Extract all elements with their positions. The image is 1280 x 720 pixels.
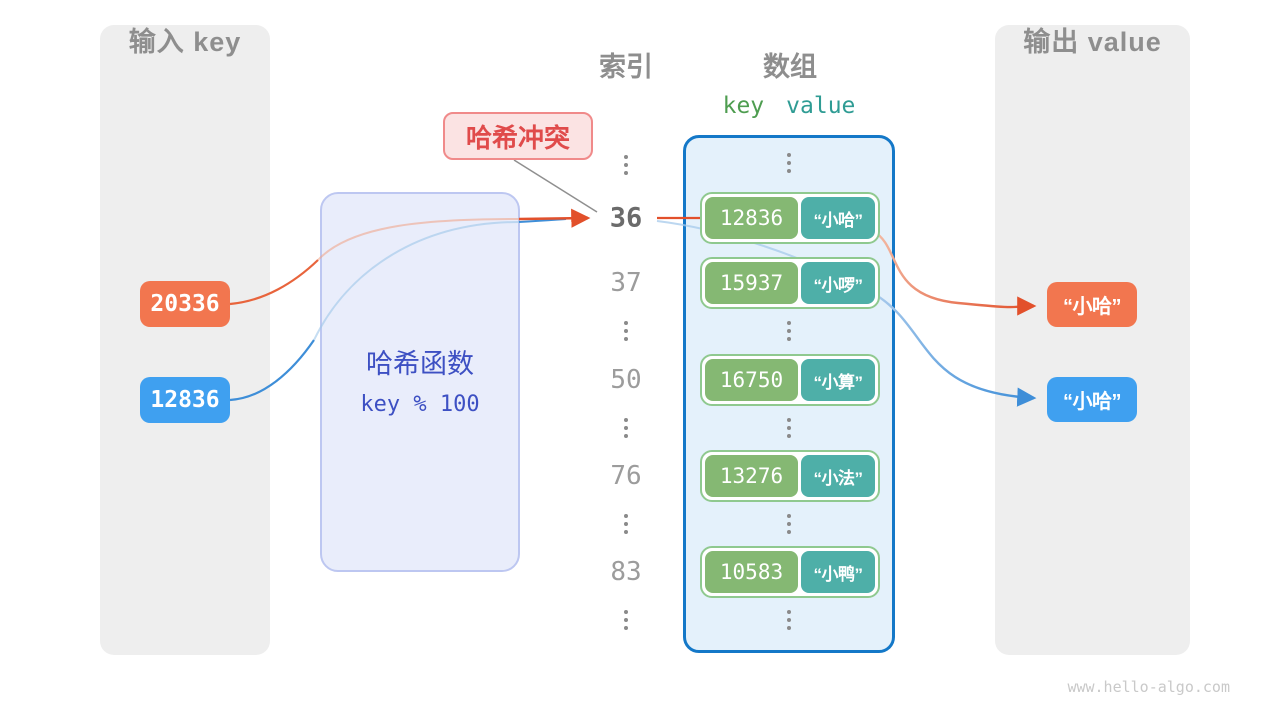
row-value: “小鸭”: [801, 551, 875, 593]
table-row: 16750 “小算”: [700, 354, 880, 406]
row-key: 12836: [705, 197, 798, 239]
table-row: 12836 “小哈”: [700, 192, 880, 244]
row-key: 15937: [705, 262, 798, 304]
site-watermark: www.hello-algo.com: [1067, 678, 1230, 696]
vertical-ellipsis-icon: [787, 514, 791, 534]
hash-collision-label: 哈希冲突: [443, 112, 593, 160]
table-row: 15937 “小啰”: [700, 257, 880, 309]
index-value-83: 83: [610, 557, 642, 587]
row-value: “小哈”: [801, 197, 875, 239]
hash-function-box: 哈希函数 key % 100: [320, 192, 520, 572]
vertical-ellipsis-icon: [624, 514, 628, 534]
array-column-title: 数组: [763, 52, 817, 82]
input-panel: [100, 25, 270, 655]
output-panel-title: 输出 value: [1023, 27, 1162, 57]
index-value-36: 36: [609, 202, 643, 234]
input-key-12836: 12836: [140, 377, 230, 423]
table-row: 13276 “小法”: [700, 450, 880, 502]
table-row: 10583 “小鸭”: [700, 546, 880, 598]
curve-blue-merge: [518, 218, 567, 223]
row-key: 13276: [705, 455, 798, 497]
vertical-ellipsis-icon: [787, 418, 791, 438]
key-header-label: key: [722, 93, 765, 119]
output-value-orange: “小哈”: [1047, 282, 1137, 327]
row-value: “小啰”: [801, 262, 875, 304]
output-value-blue: “小哈”: [1047, 377, 1137, 422]
row-key: 16750: [705, 359, 798, 401]
vertical-ellipsis-icon: [624, 321, 628, 341]
value-header-label: value: [786, 93, 856, 119]
hash-function-title: 哈希函数: [366, 349, 474, 379]
arrow-hash-to-index36: [518, 208, 591, 228]
index-value-76: 76: [610, 461, 642, 491]
key-value-header: key value: [723, 93, 856, 119]
index-value-37: 37: [610, 268, 642, 298]
index-value-50: 50: [610, 365, 642, 395]
input-key-20336: 20336: [140, 281, 230, 327]
hash-function-formula: key % 100: [360, 392, 480, 417]
row-key: 10583: [705, 551, 798, 593]
vertical-ellipsis-icon: [787, 321, 791, 341]
vertical-ellipsis-icon: [624, 155, 628, 175]
row-value: “小算”: [801, 359, 875, 401]
vertical-ellipsis-icon: [787, 610, 791, 630]
row-value: “小法”: [801, 455, 875, 497]
input-panel-title: 输入 key: [128, 27, 242, 57]
vertical-ellipsis-icon: [787, 153, 791, 173]
vertical-ellipsis-icon: [624, 418, 628, 438]
vertical-ellipsis-icon: [624, 610, 628, 630]
index-column-title: 索引: [599, 52, 653, 82]
output-panel: [995, 25, 1190, 655]
collision-callout-line: [513, 159, 598, 213]
